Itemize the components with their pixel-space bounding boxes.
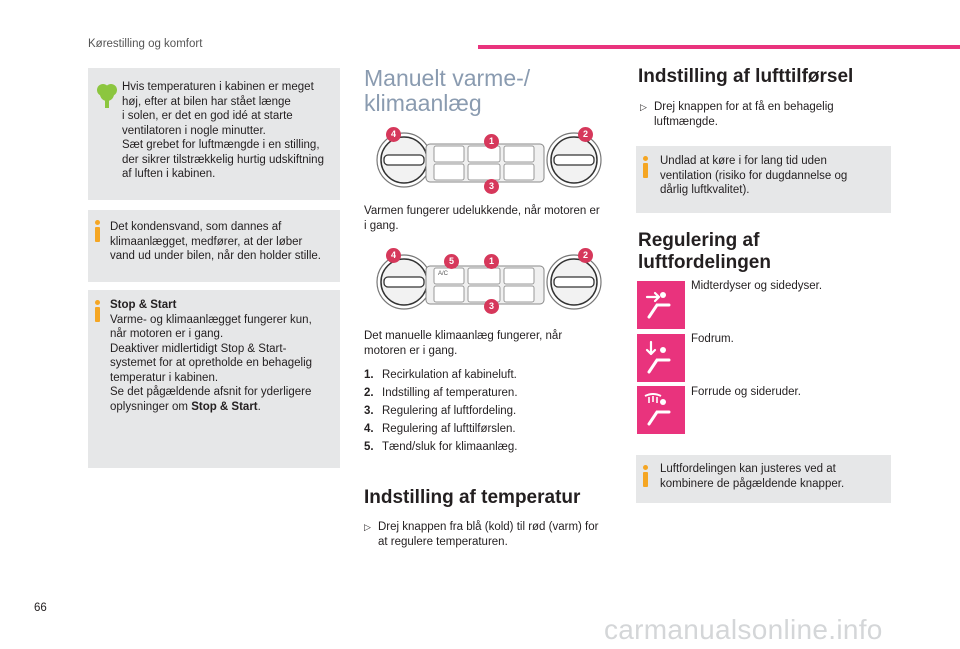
air-supply-instruction: ▷Drej knappen for at få en behagelig luf…	[640, 101, 834, 128]
condens-line: klimaanlægget, medfører, at der løber	[110, 235, 303, 248]
condensation-note-box: Det kondensvand, som dannes af klimaanlæ…	[88, 210, 340, 282]
list-item: 3.Regulering af luftfordeling.	[364, 405, 517, 417]
eco-line: Hvis temperaturen i kabinen er meget	[122, 81, 314, 93]
bullet-arrow-icon: ▷	[640, 102, 647, 112]
callout-number: 1	[484, 134, 499, 149]
condens-line: vand ud under bilen, når den holder stil…	[110, 250, 321, 262]
callout-number: 2	[578, 127, 593, 142]
watermark: carmanualsonline.info	[604, 614, 883, 645]
info-icon	[95, 300, 100, 322]
list-item: 1.Recirkulation af kabineluft.	[364, 369, 517, 381]
callout-number: 3	[484, 179, 499, 194]
controls-legend-list: 1.Recirkulation af kabineluft. 2.Indstil…	[364, 366, 614, 456]
windscreen-demist-icon	[637, 386, 685, 434]
eco-line: høj, efter at bilen har stået længe	[122, 95, 291, 108]
distribution-label: Fodrum.	[691, 333, 734, 345]
list-item: 2.Indstilling af temperaturen.	[364, 387, 518, 399]
vent-line: dårlig luftkvalitet).	[660, 184, 750, 196]
callout-number: 3	[484, 299, 499, 314]
stop-start-title: Stop & Start	[110, 299, 177, 311]
panel2-caption: Det manuelle klimaanlæg fungerer, når mo…	[364, 330, 563, 357]
eco-line: i solen, er det en god idé at starte	[122, 110, 293, 122]
info-icon	[643, 156, 648, 178]
page-title: Manuelt varme-/ klimaanlæg	[364, 65, 531, 116]
callout-number: 5	[444, 254, 459, 269]
list-item: 5.Tænd/sluk for klimaanlæg.	[364, 441, 518, 453]
vent-line: ventilation (risiko for dugdannelse og	[660, 169, 848, 182]
distribution-label: Forrude og sideruder.	[691, 386, 801, 398]
callout-number: 2	[578, 248, 593, 263]
distribution-label: Midterdyser og sidedyser.	[691, 280, 823, 292]
info-icon	[95, 220, 100, 242]
stop-line: systemet for at opretholde en behagelig	[110, 357, 313, 369]
stop-line-last: oplysninger om Stop & Start.	[110, 400, 261, 413]
eco-line: af luften i kabinen.	[122, 168, 216, 180]
control-panel-heating-illustration	[376, 132, 602, 188]
stop-line: temperatur i kabinen.	[110, 371, 219, 384]
callout-number: 4	[386, 248, 401, 263]
eco-tree-icon	[97, 84, 117, 108]
eco-line: ventilatoren i nogle minutter.	[122, 124, 266, 137]
stop-start-note-box: Stop & Start Varme- og klimaanlægget fun…	[88, 290, 340, 468]
vent-line: Undlad at køre i for lang tid uden	[660, 155, 827, 167]
stop-line: Varme- og klimaanlægget fungerer kun,	[110, 313, 312, 326]
page-number: 66	[34, 602, 47, 614]
info-icon	[643, 465, 648, 487]
header-accent-bar	[478, 45, 960, 49]
stop-line: Deaktiver midlertidigt Stop & Start-	[110, 342, 287, 355]
stop-line: når motoren er i gang.	[110, 328, 224, 340]
eco-note-box: Hvis temperaturen i kabinen er meget høj…	[88, 68, 340, 200]
ac-button-label: A/C	[438, 271, 449, 277]
temperature-instruction: ▷Drej knappen fra blå (kold) til rød (va…	[364, 521, 599, 548]
list-item: 4.Regulering af lufttilførslen.	[364, 423, 516, 435]
callout-number: 4	[386, 127, 401, 142]
temperature-heading: Indstilling af temperatur	[364, 487, 581, 508]
panel1-caption: Varmen fungerer udelukkende, når motoren…	[364, 205, 600, 232]
callout-number: 1	[484, 254, 499, 269]
air-supply-heading: Indstilling af lufttilførsel	[638, 66, 854, 87]
face-vents-icon	[637, 281, 685, 329]
eco-line: Sæt grebet for luftmængde i en stilling,	[122, 139, 320, 151]
condens-line: Det kondensvand, som dannes af	[110, 221, 282, 233]
ventilation-note-box: Undlad at køre i for lang tid uden venti…	[636, 146, 891, 213]
footwell-icon	[637, 334, 685, 382]
eco-line: der sikrer tilstrækkelig hurtig udskiftn…	[122, 153, 324, 166]
section-header: Kørestilling og komfort	[88, 38, 203, 50]
bullet-arrow-icon: ▷	[364, 522, 371, 532]
distribution-note-box: Luftfordelingen kan justeres ved at komb…	[636, 455, 891, 503]
stop-line: Se det pågældende afsnit for yderligere	[110, 386, 312, 398]
dist-note-line: Luftfordelingen kan justeres ved at	[660, 463, 836, 475]
dist-note-line: kombinere de pågældende knapper.	[660, 477, 845, 490]
distribution-heading: Regulering af luftfordelingen	[638, 230, 771, 273]
